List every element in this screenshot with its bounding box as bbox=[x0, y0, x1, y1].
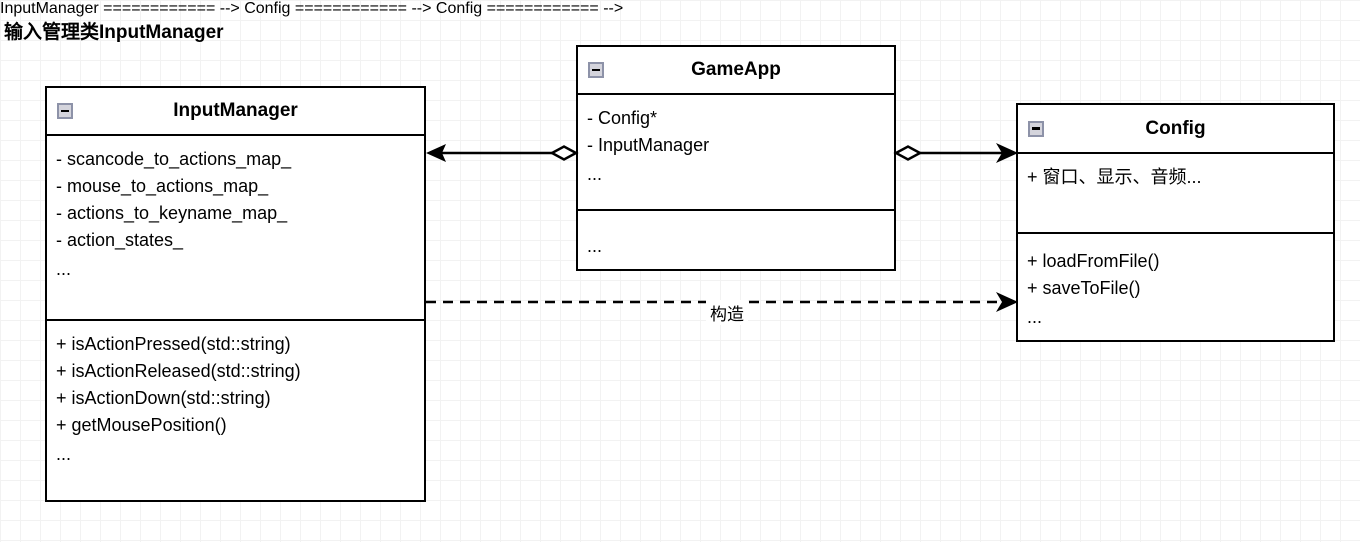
class-box-gameapp[interactable]: GameApp - Config* - InputManager ... ... bbox=[576, 45, 896, 271]
class-header-config: Config bbox=[1018, 105, 1333, 155]
attribute-row: - actions_to_keyname_map_ bbox=[56, 203, 288, 223]
attribute-row: - scancode_to_actions_map_ bbox=[56, 149, 292, 169]
operation-row-ellipsis: ... bbox=[1027, 307, 1043, 327]
operation-row: + getMousePosition() bbox=[56, 415, 227, 435]
class-attributes-config: + 窗口、显示、音频... bbox=[1018, 154, 1333, 232]
class-operations-config: + loadFromFile() + saveToFile() ... bbox=[1018, 232, 1333, 340]
class-title-gameapp: GameApp bbox=[691, 59, 781, 81]
class-attributes-inputmanager: - scancode_to_actions_map_ - mouse_to_ac… bbox=[47, 136, 424, 319]
class-operations-gameapp: ... bbox=[578, 209, 894, 269]
attribute-row: + 窗口、显示、音频... bbox=[1027, 167, 1202, 188]
attribute-row-ellipsis: ... bbox=[56, 259, 72, 279]
operation-row-ellipsis: ... bbox=[56, 444, 72, 464]
minus-icon[interactable] bbox=[1028, 120, 1044, 137]
operation-row: + loadFromFile() bbox=[1027, 251, 1160, 271]
operation-row: + isActionDown(std::string) bbox=[56, 388, 271, 408]
attribute-row: - InputManager bbox=[587, 135, 710, 156]
operation-row: + isActionPressed(std::string) bbox=[56, 334, 291, 354]
attribute-row: - mouse_to_actions_map_ bbox=[56, 176, 269, 196]
connector-inputmanager-to-config[interactable] bbox=[426, 290, 1020, 314]
class-header-gameapp: GameApp bbox=[578, 47, 894, 96]
operation-row: + saveToFile() bbox=[1027, 278, 1141, 298]
class-header-inputmanager: InputManager bbox=[47, 88, 424, 136]
minus-icon[interactable] bbox=[588, 62, 604, 79]
operation-row-ellipsis: ... bbox=[587, 236, 603, 256]
connector-label-construct: 构造 bbox=[706, 300, 748, 325]
class-title-inputmanager: InputManager bbox=[173, 100, 298, 121]
operation-row: + isActionReleased(std::string) bbox=[56, 361, 301, 381]
attribute-row-ellipsis: ... bbox=[587, 164, 603, 185]
attribute-row: - action_states_ bbox=[56, 230, 184, 250]
connector-gameapp-to-config[interactable] bbox=[893, 140, 1020, 174]
attribute-row: - Config* bbox=[587, 108, 658, 129]
connector-gameapp-to-inputmanager[interactable] bbox=[426, 140, 579, 174]
class-box-inputmanager[interactable]: InputManager - scancode_to_actions_map_ … bbox=[45, 86, 426, 502]
class-title-config: Config bbox=[1145, 117, 1206, 139]
class-operations-inputmanager: + isActionPressed(std::string) + isActio… bbox=[47, 319, 424, 500]
page-title: 输入管理类InputManager bbox=[4, 22, 224, 43]
minus-icon[interactable] bbox=[57, 103, 73, 119]
class-attributes-gameapp: - Config* - InputManager ... bbox=[578, 95, 894, 209]
class-box-config[interactable]: Config + 窗口、显示、音频... + loadFromFile() + … bbox=[1016, 103, 1335, 342]
